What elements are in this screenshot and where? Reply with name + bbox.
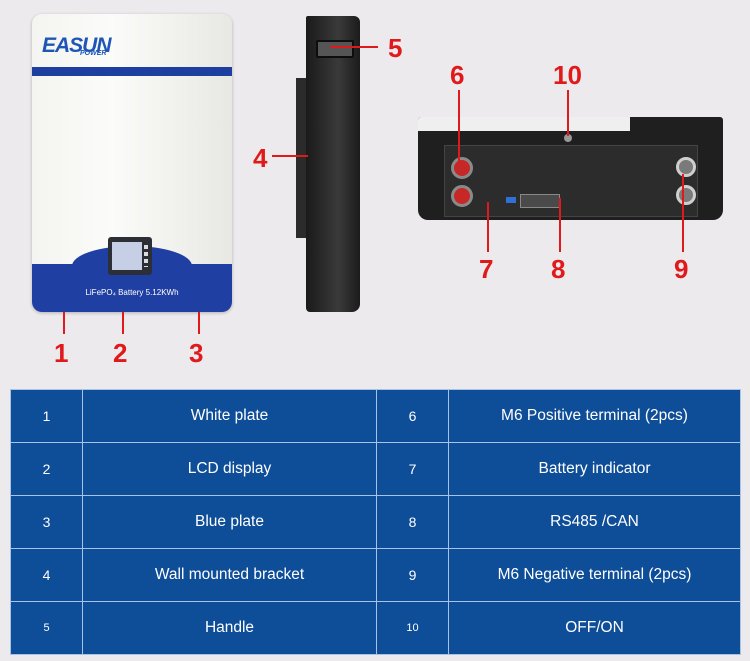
brand-logo: EASUN <box>42 34 112 57</box>
item-number: 1 <box>10 389 83 443</box>
item-label: M6 Positive terminal (2pcs) <box>448 389 741 443</box>
item-number: 10 <box>376 601 449 655</box>
callout-3: 3 <box>189 338 204 368</box>
positive-terminal <box>451 185 473 207</box>
callout-9: 9 <box>674 254 689 284</box>
negative-terminal <box>676 185 696 205</box>
rs485-can-port <box>520 194 560 208</box>
handle <box>316 40 354 58</box>
leader-line <box>487 202 489 252</box>
battery-front-view: EASUN POWER LiFePO₄ Battery 5.12KWh <box>32 14 232 312</box>
leader-line <box>272 155 308 157</box>
item-label: LCD display <box>82 442 377 496</box>
negative-terminal <box>676 157 696 177</box>
callout-5: 5 <box>388 33 403 63</box>
item-label: Battery indicator <box>448 442 741 496</box>
item-label: OFF/ON <box>448 601 741 655</box>
positive-terminal <box>451 157 473 179</box>
item-label: M6 Negative terminal (2pcs) <box>448 548 741 602</box>
item-label: White plate <box>82 389 377 443</box>
leader-line <box>122 312 124 334</box>
leader-line <box>330 46 378 48</box>
callout-7: 7 <box>479 254 494 284</box>
callout-2: 2 <box>113 338 128 368</box>
callout-8: 8 <box>551 254 566 284</box>
callout-1: 1 <box>54 338 69 368</box>
callout-10: 10 <box>553 60 582 90</box>
table-row: 1 White plate 6 M6 Positive terminal (2p… <box>10 389 741 443</box>
power-switch <box>564 134 572 142</box>
item-number: 4 <box>10 548 83 602</box>
item-number: 9 <box>376 548 449 602</box>
leader-line <box>559 198 561 252</box>
table-row: 3 Blue plate 8 RS485 /CAN <box>10 495 741 549</box>
table-row: 2 LCD display 7 Battery indicator <box>10 442 741 496</box>
battery-caption: LiFePO₄ Battery 5.12KWh <box>85 288 179 297</box>
lcd-screen <box>112 242 142 270</box>
brand-logo-sub: POWER <box>80 50 107 57</box>
item-number: 7 <box>376 442 449 496</box>
lcd-display <box>108 237 152 275</box>
item-label: RS485 /CAN <box>448 495 741 549</box>
product-figure: EASUN POWER LiFePO₄ Battery 5.12KWh 1 2 <box>32 14 723 368</box>
battery-indicator <box>506 197 516 203</box>
table-row: 5 Handle 10 OFF/ON <box>10 601 741 655</box>
battery-rear-view <box>418 117 723 220</box>
component-table: 1 White plate 6 M6 Positive terminal (2p… <box>10 389 741 655</box>
item-number: 2 <box>10 442 83 496</box>
blue-stripe <box>32 67 232 76</box>
callout-4: 4 <box>253 143 268 173</box>
terminal-panel <box>444 145 698 217</box>
item-label: Blue plate <box>82 495 377 549</box>
leader-line <box>198 312 200 334</box>
item-number: 8 <box>376 495 449 549</box>
item-number: 5 <box>10 601 83 655</box>
battery-side-view <box>306 16 360 312</box>
leader-line <box>567 90 569 136</box>
callout-6: 6 <box>450 60 465 90</box>
item-number: 3 <box>10 495 83 549</box>
lcd-buttons <box>144 245 148 267</box>
table-row: 4 Wall mounted bracket 9 M6 Negative ter… <box>10 548 741 602</box>
leader-line <box>458 90 460 162</box>
leader-line <box>682 174 684 252</box>
item-number: 6 <box>376 389 449 443</box>
item-label: Handle <box>82 601 377 655</box>
leader-line <box>63 312 65 334</box>
item-label: Wall mounted bracket <box>82 548 377 602</box>
rear-top-plate <box>418 117 630 131</box>
